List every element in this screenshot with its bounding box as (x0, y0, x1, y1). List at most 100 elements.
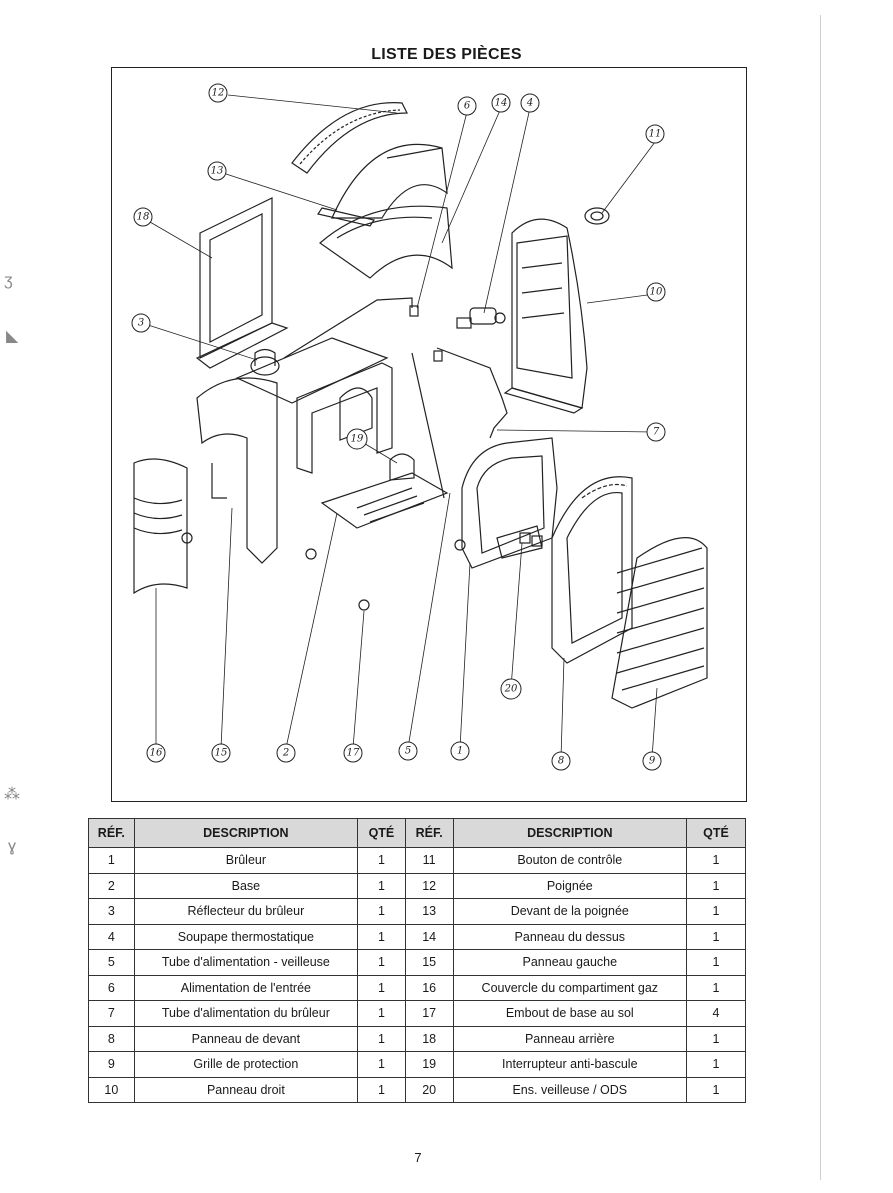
cell-description: Panneau du dessus (452, 923, 688, 950)
floor-tip-part (358, 599, 370, 611)
back-panel-part (199, 197, 273, 359)
leader-lines (147, 94, 658, 759)
cell-ref: 5 (88, 949, 135, 976)
handle-front-part (317, 207, 375, 227)
cell-ref: 2 (88, 872, 135, 899)
cell-qty: 1 (357, 1000, 406, 1027)
cell-ref: 17 (404, 1000, 454, 1027)
callout-20: 20 (504, 684, 518, 695)
cell-description: Embout de base au sol (452, 1000, 688, 1027)
cell-qty: 1 (357, 949, 406, 976)
cell-description: Alimentation de l'entrée (133, 974, 359, 1001)
cell-ref: 9 (88, 1051, 135, 1078)
cell-description: Ens. veilleuse / ODS (452, 1076, 688, 1103)
cell-description: Soupape thermostatique (133, 923, 359, 950)
callout-11: 11 (649, 129, 662, 140)
cell-description: Couvercle du compartiment gaz (452, 974, 688, 1001)
table-row: 8 Panneau de devant 1 18 Panneau arrière… (88, 1025, 746, 1052)
floor-tip-part (305, 548, 317, 560)
cell-qty: 1 (686, 949, 746, 976)
page-title: LISTE DES PIÈCES (371, 46, 522, 63)
callout-4: 4 (526, 98, 533, 109)
callout-8: 8 (558, 756, 564, 767)
callout-10: 10 (650, 287, 663, 298)
callout-14: 14 (495, 98, 508, 109)
back-bracket-part (296, 362, 393, 474)
cell-qty: 1 (686, 974, 746, 1001)
cell-description: Poignée (452, 872, 688, 899)
callout-18: 18 (137, 212, 150, 223)
cell-qty: 1 (686, 872, 746, 899)
header-description: DESCRIPTION (133, 818, 359, 848)
cell-qty: 1 (357, 1076, 406, 1103)
table-row: 5 Tube d'alimentation - veilleuse 1 15 P… (88, 949, 746, 976)
callout-13: 13 (211, 166, 224, 177)
cell-description: Devant de la poignée (452, 898, 688, 925)
gas-cover-part (133, 458, 193, 595)
cell-ref: 20 (404, 1076, 454, 1103)
scan-mark: ⁂ (4, 786, 20, 803)
cell-description: Panneau droit (133, 1076, 359, 1103)
cell-description: Tube d'alimentation - veilleuse (133, 949, 359, 976)
front-panel-part (461, 437, 558, 569)
cell-ref: 6 (88, 974, 135, 1001)
cell-description: Panneau de devant (133, 1025, 359, 1052)
cell-qty: 1 (686, 847, 746, 874)
reflector-part (195, 322, 389, 404)
control-knob-part (584, 207, 610, 225)
table-row: 1 Brûleur 1 11 Bouton de contrôle 1 (88, 847, 746, 874)
exploded-view-drawing: 12 13 18 3 6 14 4 11 10 7 19 16 15 2 17 … (131, 83, 708, 771)
header-description: DESCRIPTION (452, 818, 688, 848)
cell-ref: 14 (404, 923, 454, 950)
floor-tip-part (454, 539, 466, 551)
top-panel-part (319, 205, 453, 279)
table-row: 10 Panneau droit 1 20 Ens. veilleuse / O… (88, 1076, 746, 1103)
pilot-ods-part (519, 532, 543, 547)
table-row: 2 Base 1 12 Poignée 1 (88, 872, 746, 899)
page-edge-rule (820, 15, 821, 1180)
cell-description: Bouton de contrôle (452, 847, 688, 874)
cell-qty: 1 (686, 1051, 746, 1078)
cell-qty: 4 (686, 1000, 746, 1027)
header-ref: RÉF. (404, 818, 454, 848)
callout-7: 7 (653, 427, 660, 438)
valve-part (456, 307, 506, 329)
table-row: 4 Soupape thermostatique 1 14 Panneau du… (88, 923, 746, 950)
top-dome-part (331, 143, 448, 219)
cell-ref: 11 (404, 847, 454, 874)
cell-description: Panneau arrière (452, 1025, 688, 1052)
table-row: 7 Tube d'alimentation du brûleur 1 17 Em… (88, 1000, 746, 1027)
cell-qty: 1 (686, 898, 746, 925)
callout-5: 5 (405, 746, 411, 757)
table-header-row: RÉF. DESCRIPTION QTÉ RÉF. DESCRIPTION QT… (88, 818, 746, 848)
callout-2: 2 (282, 748, 289, 759)
callout-15: 15 (215, 748, 228, 759)
cell-ref: 4 (88, 923, 135, 950)
callout-19: 19 (351, 434, 364, 445)
cell-qty: 1 (357, 1025, 406, 1052)
handle-part (291, 102, 408, 174)
cell-ref: 15 (404, 949, 454, 976)
scan-mark: ɣ (8, 838, 17, 855)
grille-part (611, 537, 708, 709)
burner-feed-tube-part (436, 347, 508, 439)
left-panel-part (196, 377, 278, 564)
cell-ref: 13 (404, 898, 454, 925)
cell-ref: 7 (88, 1000, 135, 1027)
cell-qty: 1 (357, 872, 406, 899)
front-frame-part (551, 476, 633, 664)
callout-12: 12 (212, 88, 225, 99)
pilot-tube-part (411, 352, 445, 499)
right-panel-part (503, 218, 588, 414)
base-part (320, 453, 449, 529)
cell-ref: 18 (404, 1025, 454, 1052)
cell-qty: 1 (686, 1025, 746, 1052)
table-row: 6 Alimentation de l'entrée 1 16 Couvercl… (88, 974, 746, 1001)
cell-qty: 1 (357, 847, 406, 874)
cell-qty: 1 (357, 974, 406, 1001)
callout-1: 1 (457, 746, 463, 757)
cell-qty: 1 (357, 923, 406, 950)
page-number: 7 (414, 1150, 422, 1165)
cell-ref: 3 (88, 898, 135, 925)
header-qty: QTÉ (357, 818, 406, 848)
